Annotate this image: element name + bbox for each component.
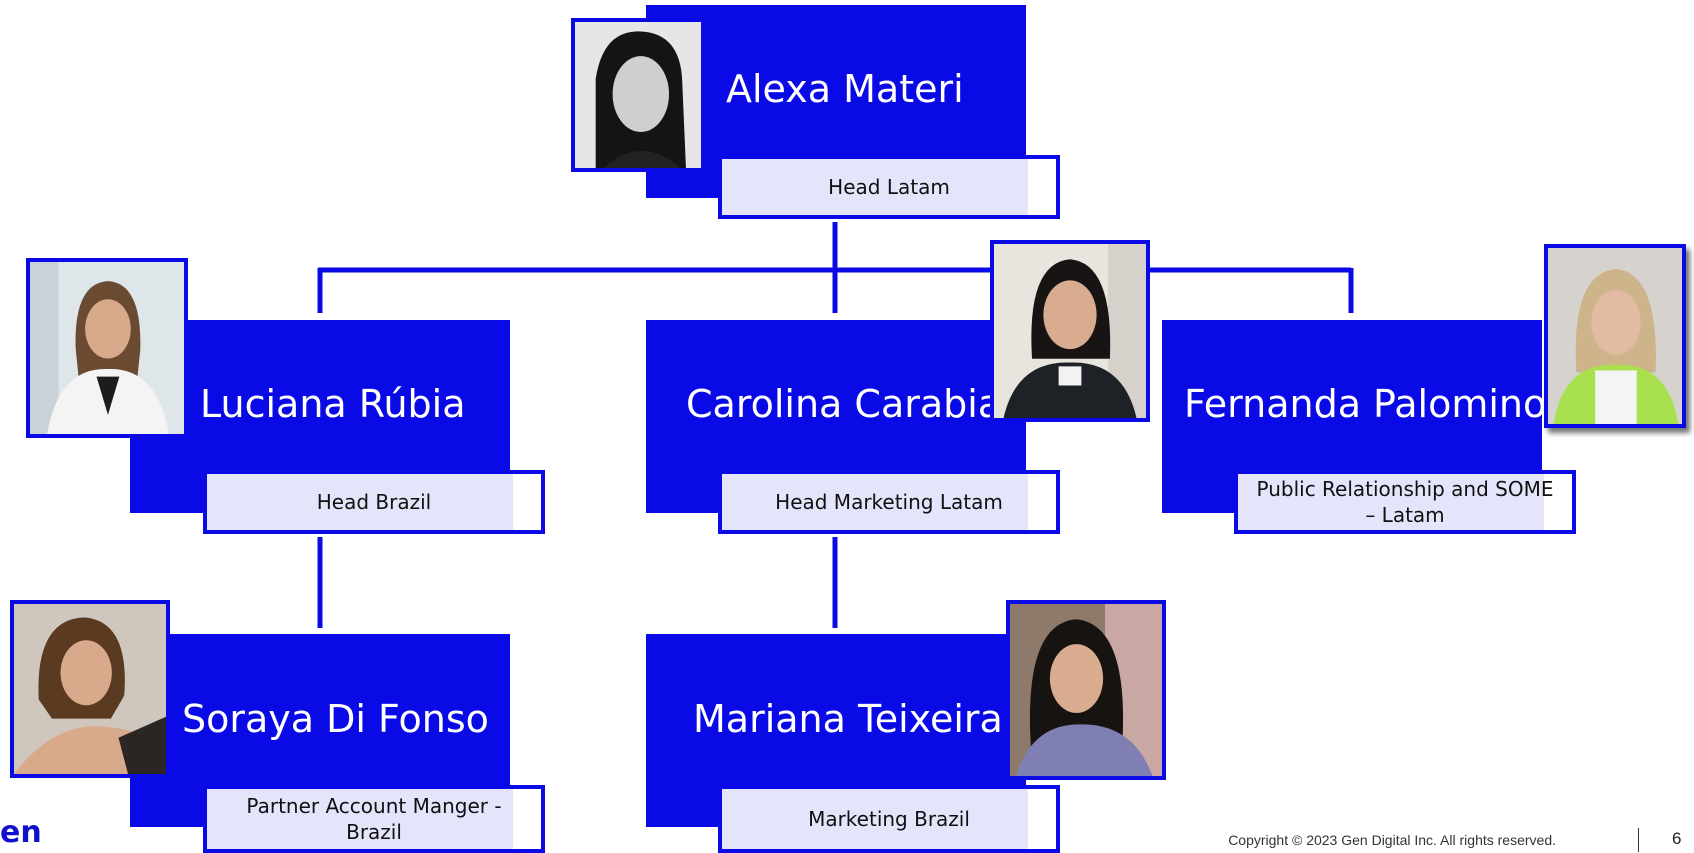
person-role: Head Latam [828, 175, 950, 199]
person-name: Soraya Di Fonso [182, 697, 489, 741]
brand-logo: en [0, 815, 42, 850]
copyright-notice: Copyright © 2023 Gen Digital Inc. All ri… [1228, 832, 1556, 848]
person-name: Alexa Materi [726, 67, 964, 111]
footer-divider [1638, 828, 1639, 852]
portrait-photo [26, 258, 188, 438]
portrait-photo [10, 600, 170, 778]
role-box: Head Latam [718, 155, 1060, 219]
portrait-photo [990, 240, 1150, 422]
role-box: Partner Account Manger - Brazil [203, 785, 545, 853]
role-box: Marketing Brazil [718, 785, 1060, 853]
person-role: Public Relationship and SOME – Latam [1256, 477, 1554, 527]
person-name: Mariana Teixeira [693, 697, 1003, 741]
role-box: Public Relationship and SOME – Latam [1234, 470, 1576, 534]
portrait-photo [571, 18, 705, 172]
portrait-photo [1544, 244, 1686, 428]
role-box: Head Brazil [203, 470, 545, 534]
page-number: 6 [1672, 829, 1682, 848]
person-role: Head Brazil [316, 490, 432, 514]
person-name: Carolina Carabias [686, 382, 1021, 426]
person-role: Marketing Brazil [808, 807, 970, 831]
person-role: Head Marketing Latam [775, 490, 1003, 514]
portrait-photo [1006, 600, 1166, 780]
person-name: Fernanda Palomino [1184, 382, 1547, 426]
person-role: Partner Account Manger - Brazil [246, 794, 502, 844]
person-name: Luciana Rúbia [200, 382, 466, 426]
role-box: Head Marketing Latam [718, 470, 1060, 534]
